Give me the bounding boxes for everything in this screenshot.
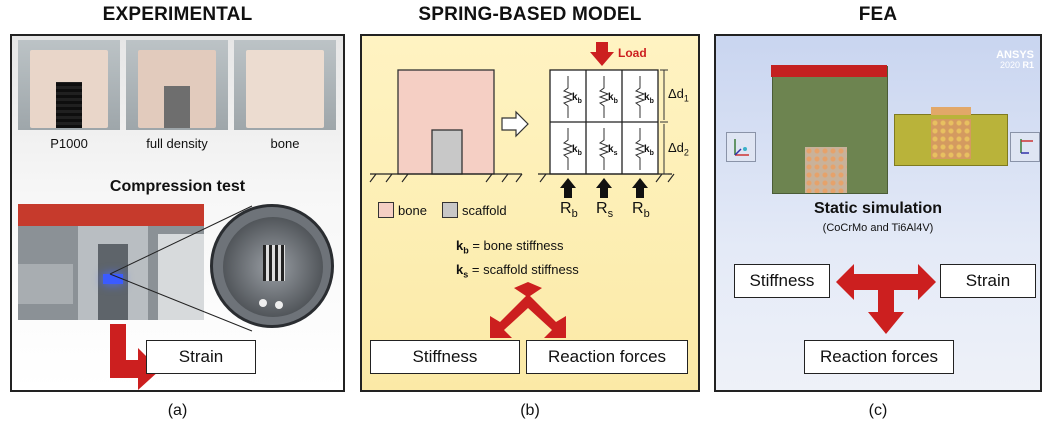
- stiffness-output-box-b: Stiffness: [370, 340, 520, 374]
- strain-output-box-c: Strain: [940, 264, 1036, 298]
- reaction-arrow-left: [560, 178, 576, 198]
- compression-rig-photo: [18, 204, 204, 320]
- compression-test-title: Compression test: [109, 178, 246, 195]
- scaffold-block: [431, 129, 463, 175]
- fea-model-block-2: [894, 107, 1008, 166]
- spring-model-diagram: [369, 42, 675, 198]
- red-split-arrows: [490, 282, 566, 338]
- camera-inset: [210, 204, 334, 328]
- spring-label-kb-top-1: kb: [572, 92, 582, 105]
- legend-swatch-bone: [378, 202, 394, 218]
- load-label: Load: [618, 46, 647, 60]
- panel-a-heading: EXPERIMENTAL: [102, 4, 253, 25]
- reaction-label-rb-right: Rb: [632, 200, 650, 221]
- spring-label-kb-top-2: kb: [608, 92, 618, 105]
- panel-a: P1000 full density bone Compression test…: [10, 34, 345, 392]
- sample-photo-p1000: [18, 40, 120, 130]
- sample-label-full-density: full density: [146, 136, 208, 151]
- reaction-forces-output-box-b: Reaction forces: [526, 340, 688, 374]
- delta-d1-label: Δd1: [668, 86, 689, 104]
- sample-photo-bone: [234, 40, 336, 130]
- load-arrow: [590, 42, 614, 66]
- spring-label-kb-top-3: kb: [644, 92, 654, 105]
- spring-label-kb-bottom-3: kb: [644, 144, 654, 157]
- reaction-forces-output-box-c: Reaction forces: [804, 340, 954, 374]
- panel-c: ANSYS 2020 R1 Static simulation (CoCrMo …: [714, 34, 1042, 392]
- panel-c-caption: (c): [868, 402, 888, 419]
- panel-b: Load kb kb kb kb ks kb Δd1 Δd2 Rb Rs Rb …: [360, 34, 700, 392]
- panel-b-caption: (b): [520, 402, 540, 419]
- axis-triad-icon-left: [726, 132, 756, 162]
- delta-d2-label: Δd2: [668, 140, 689, 158]
- reaction-arrow-right: [632, 178, 648, 198]
- reaction-arrow-middle: [596, 178, 612, 198]
- legend-scaffold: scaffold: [442, 202, 507, 218]
- sample-label-bone: bone: [270, 136, 300, 151]
- hollow-arrow: [501, 110, 529, 138]
- reaction-label-rs: Rs: [596, 200, 614, 221]
- definition-ks: ks = scaffold stiffness: [456, 262, 579, 280]
- legend-bone: bone: [378, 202, 427, 218]
- strain-output-box: Strain: [146, 340, 256, 374]
- sample-label-p1000: P1000: [50, 136, 88, 151]
- panel-a-caption: (a): [167, 402, 188, 419]
- stiffness-output-box-c: Stiffness: [734, 264, 830, 298]
- panel-b-heading: SPRING-BASED MODEL: [418, 4, 642, 25]
- definition-kb: kb = bone stiffness: [456, 238, 564, 256]
- static-simulation-title: Static simulation: [813, 200, 943, 217]
- spring-label-kb-bottom-1: kb: [572, 144, 582, 157]
- zoom-lines: [109, 205, 253, 332]
- sample-photo-full-density: [126, 40, 228, 130]
- static-simulation-subtitle: (CoCrMo and Ti6Al4V): [822, 222, 934, 234]
- ansys-logo: ANSYS 2020 R1: [996, 49, 1034, 70]
- reaction-label-rb-left: Rb: [560, 200, 578, 221]
- panel-c-heading: FEA: [858, 4, 898, 25]
- axis-triad-icon-right: [1010, 132, 1040, 162]
- red-t-arrow: [836, 264, 936, 334]
- fea-model-block-1: [771, 65, 888, 194]
- legend-swatch-scaffold: [442, 202, 458, 218]
- spring-label-ks-bottom: ks: [608, 144, 618, 157]
